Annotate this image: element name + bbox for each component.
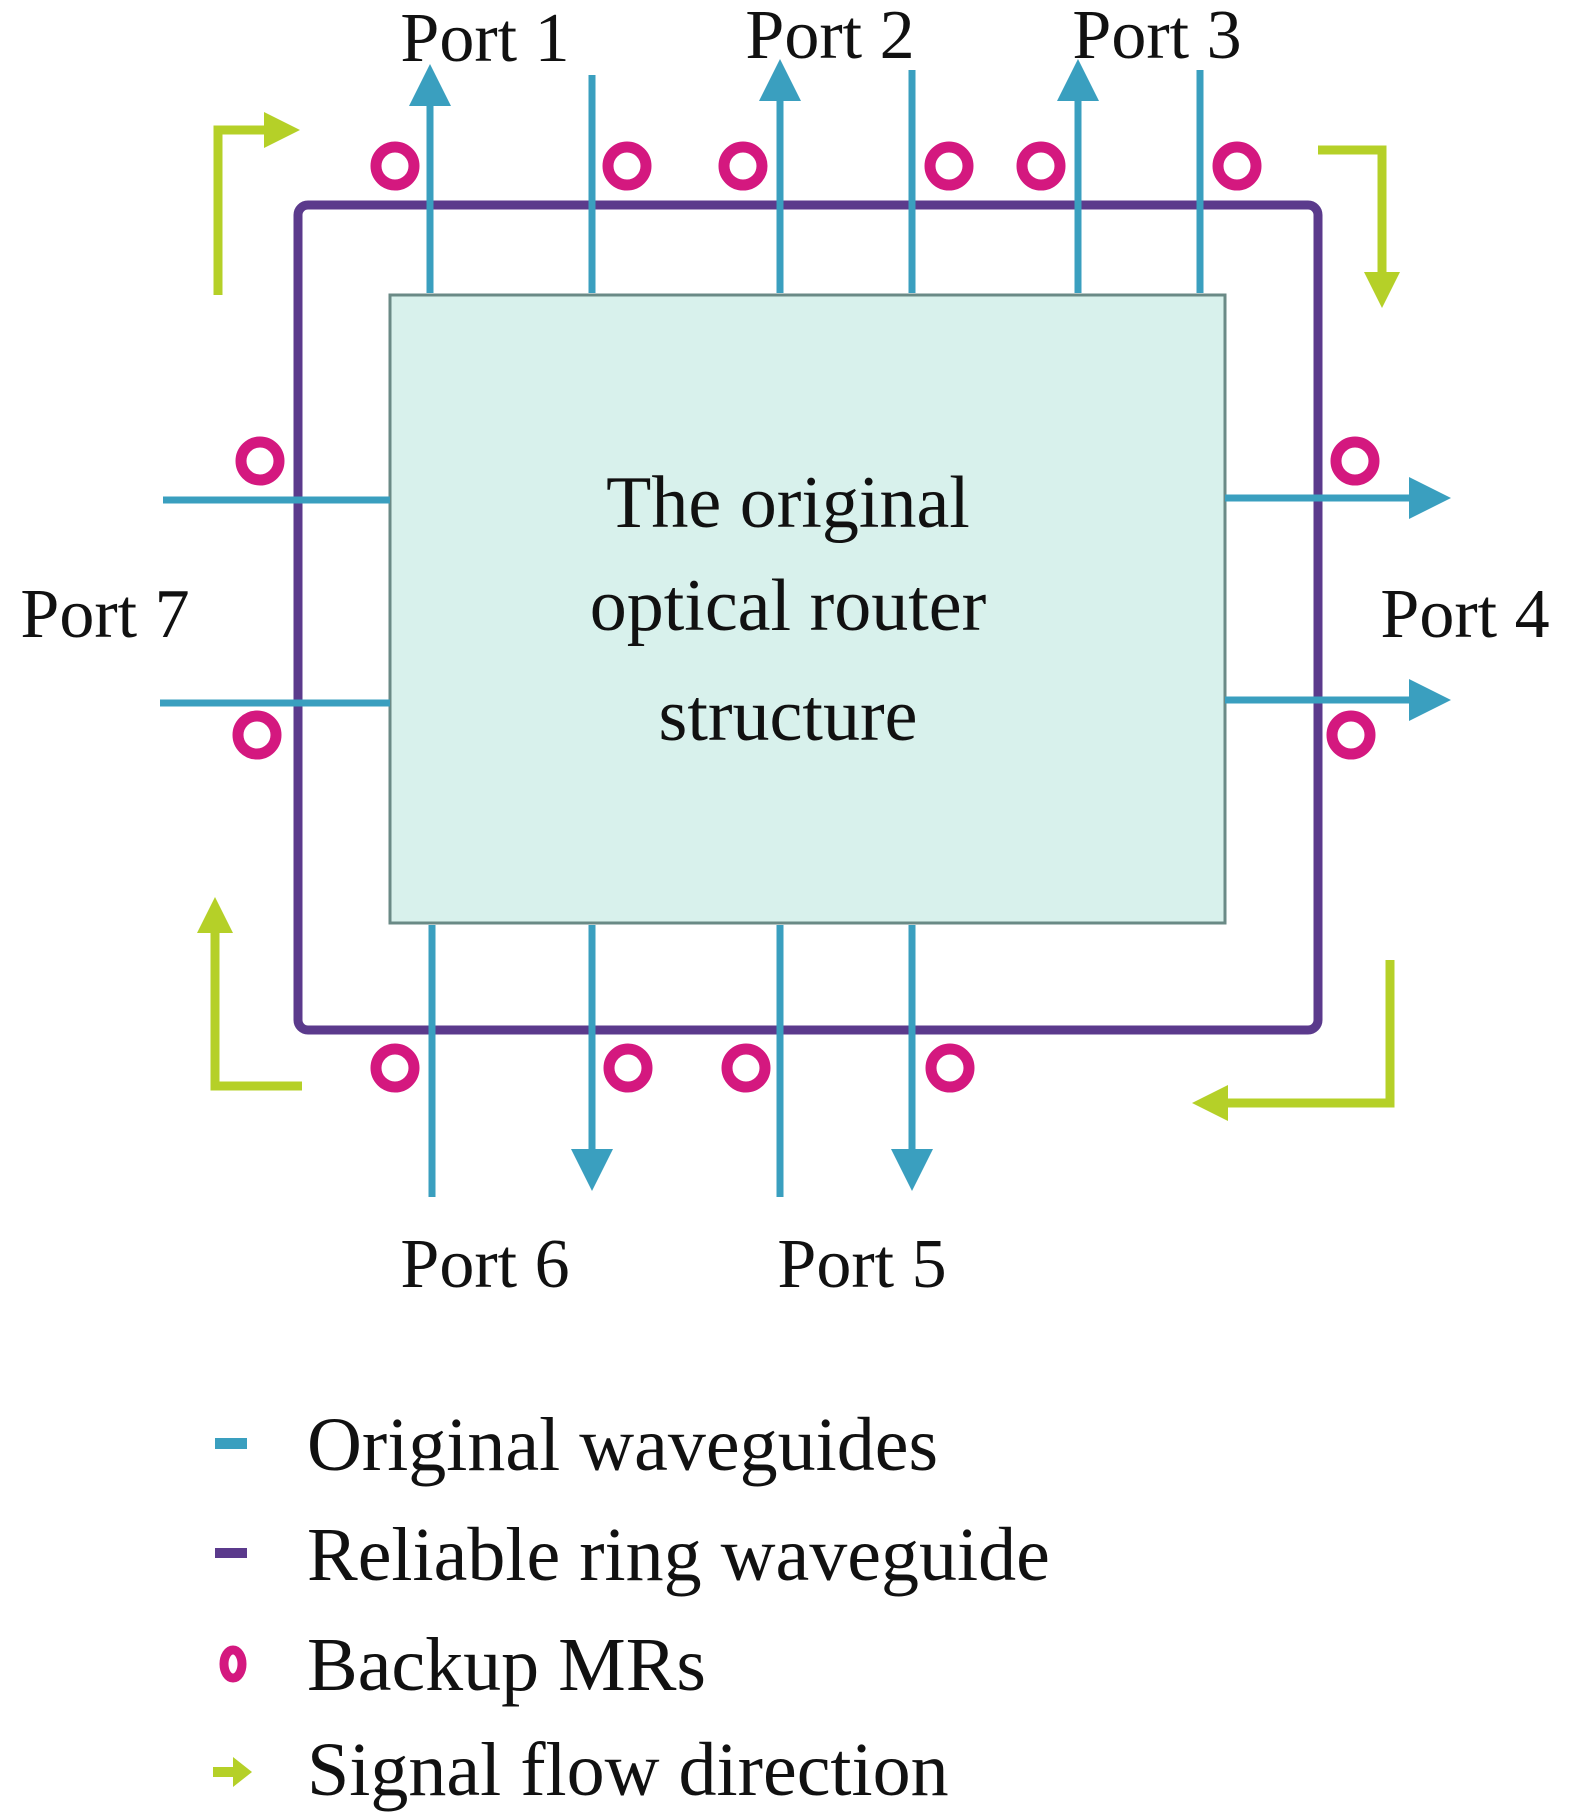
backup-mr <box>1016 141 1066 191</box>
legend-label-original-waveguides: Original waveguides <box>307 1403 938 1487</box>
signal-flow-arrows <box>197 112 1400 1121</box>
legend-label-reliable-ring-waveguide: Reliable ring waveguide <box>307 1513 1050 1597</box>
signal-flow-arrow-icon <box>213 1757 252 1787</box>
backup-mr <box>718 141 768 191</box>
port-1-label: Port 1 <box>400 0 569 77</box>
backup-mr <box>370 1043 420 1093</box>
signal-flow-arrow-top-left <box>213 112 300 295</box>
port-7-label: Port 7 <box>20 576 189 653</box>
backup-mrs <box>232 141 1380 1093</box>
backup-mr-icon <box>219 1645 247 1683</box>
original-waveguide-swatch <box>215 1438 247 1449</box>
signal-flow-arrow-bottom-right <box>1192 960 1395 1121</box>
port-2-label: Port 2 <box>745 0 914 74</box>
backup-mr <box>370 141 420 191</box>
core-label-line-3: structure <box>659 675 918 757</box>
backup-mr <box>1212 141 1262 191</box>
backup-mr <box>925 1043 975 1093</box>
reliable-ring-waveguide <box>293 200 1323 1035</box>
port-3-label: Port 3 <box>1072 0 1241 74</box>
ring-waveguide-swatch <box>215 1548 247 1558</box>
backup-mr <box>924 141 974 191</box>
port-5-label: Port 5 <box>777 1226 946 1303</box>
backup-mr <box>1330 436 1380 486</box>
signal-flow-arrow-top-right <box>1318 145 1400 308</box>
legend-label-signal-flow-direction: Signal flow direction <box>307 1728 949 1812</box>
port-6-label: Port 6 <box>400 1226 569 1303</box>
backup-mr <box>721 1043 771 1093</box>
core-label-line-1: The original <box>606 462 970 544</box>
legend: Original waveguides Reliable ring wavegu… <box>213 1403 1050 1812</box>
backup-mr <box>232 710 282 760</box>
signal-flow-arrow-bottom-left <box>197 897 302 1091</box>
backup-mr <box>603 1043 653 1093</box>
backup-mr <box>235 436 285 486</box>
original-router-box <box>388 293 1227 925</box>
port-4-label: Port 4 <box>1380 576 1549 653</box>
core-label-line-2: optical router <box>590 565 987 647</box>
legend-label-backup-mrs: Backup MRs <box>307 1623 706 1707</box>
backup-mr <box>602 141 652 191</box>
backup-mr <box>1326 710 1376 760</box>
